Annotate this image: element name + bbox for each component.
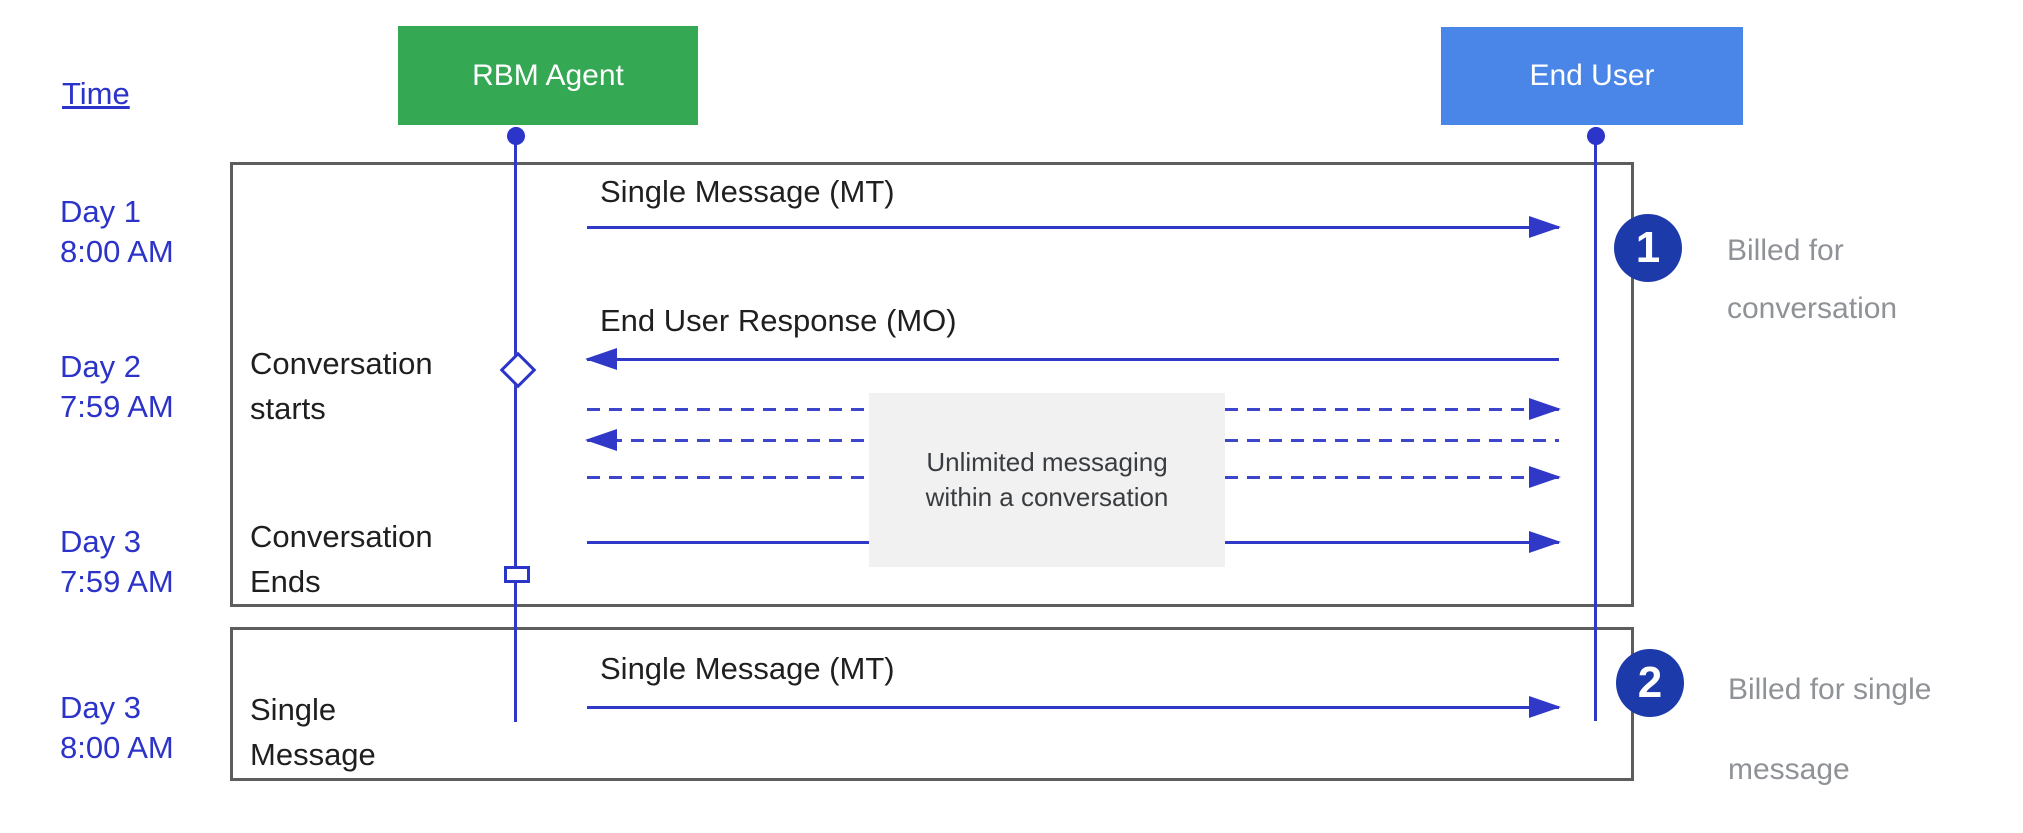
end-user-actor-box: End User — [1441, 27, 1743, 125]
end-user-lifeline-start-dot — [1587, 127, 1605, 145]
single-message-billing-frame — [230, 627, 1634, 781]
end-user-lifeline — [1594, 127, 1597, 721]
badge-2-number: 2 — [1637, 658, 1663, 707]
badge-1-circle: 1 — [1614, 214, 1682, 282]
arrow-single-message-mt — [587, 216, 1561, 238]
badge-2-circle: 2 — [1616, 649, 1684, 717]
conversation-end-square-marker — [504, 566, 530, 583]
timestamp-day3-800am: Day 3 8:00 AM — [60, 690, 174, 765]
badge-1-number: 1 — [1635, 223, 1661, 272]
billed-for-conversation-caption: Billed for conversation — [1727, 234, 1898, 325]
conversation-starts-label: Conversation starts — [250, 346, 433, 426]
unlimited-messaging-note-text: Unlimited messaging within a conversatio… — [925, 447, 1169, 512]
conversation-billing-frame — [230, 162, 1634, 607]
message-label-single-message-mt-2: Single Message (MT) — [600, 651, 895, 686]
conversation-ends-label: Conversation Ends — [250, 519, 433, 599]
rbm-agent-lifeline-start-dot — [507, 127, 525, 145]
rbm-agent-lifeline — [514, 127, 517, 722]
unlimited-messaging-note: Unlimited messaging within a conversatio… — [869, 393, 1225, 567]
rbm-agent-actor-box: RBM Agent — [398, 26, 698, 125]
timestamp-day1-800am: Day 1 8:00 AM — [60, 194, 174, 269]
billed-for-single-message-caption: Billed for single message — [1728, 673, 1932, 786]
single-message-label: Single Message — [250, 692, 376, 772]
arrow-single-message-mt-2 — [587, 696, 1561, 718]
time-column-title: Time — [62, 76, 130, 111]
message-label-single-message-mt: Single Message (MT) — [600, 174, 895, 209]
rbm-agent-label: RBM Agent — [472, 58, 624, 92]
arrow-end-user-response-mo — [585, 348, 1559, 370]
timestamp-day2-759am: Day 2 7:59 AM — [60, 349, 174, 424]
end-user-label: End User — [1529, 59, 1655, 92]
message-label-end-user-response-mo: End User Response (MO) — [600, 303, 957, 338]
timestamp-day3-759am: Day 3 7:59 AM — [60, 524, 174, 599]
